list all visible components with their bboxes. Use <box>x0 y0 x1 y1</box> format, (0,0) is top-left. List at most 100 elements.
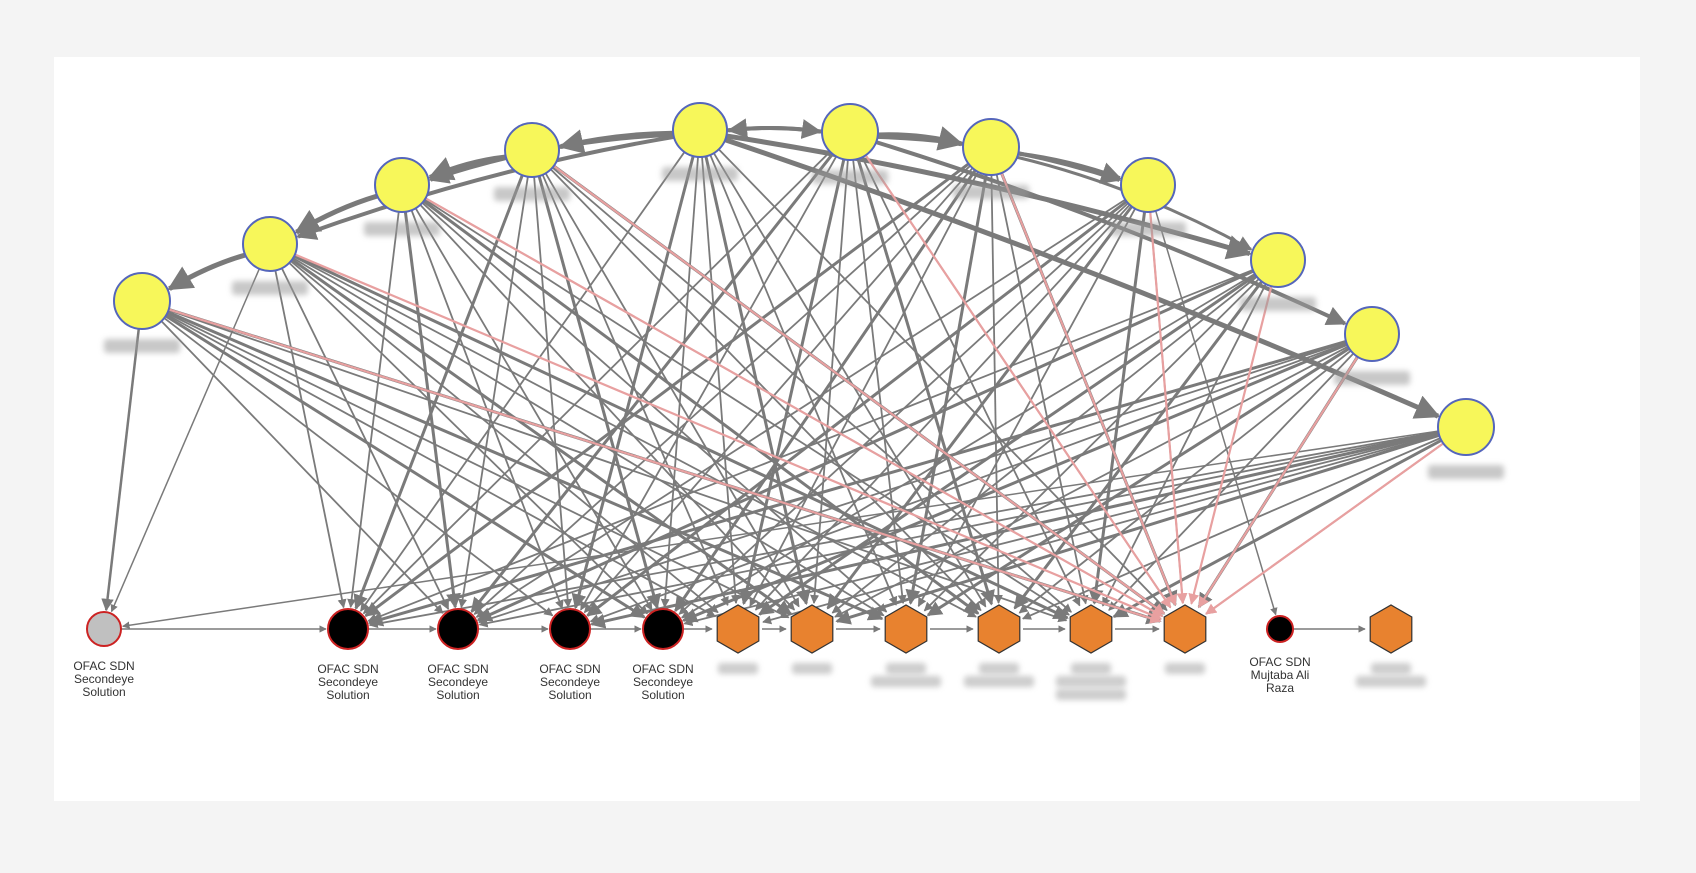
edge-t8-b5[interactable] <box>758 273 1257 616</box>
edge-t5-b2[interactable] <box>470 153 834 613</box>
edge-t2-b1[interactable] <box>347 211 400 609</box>
address-node-b14[interactable] <box>1369 604 1413 654</box>
edge-t4-b4[interactable] <box>660 156 699 608</box>
edge-t4-b3[interactable] <box>571 155 695 610</box>
flagged-edge-t8-b10[interactable] <box>1188 285 1273 605</box>
edge-t4-b10[interactable] <box>718 148 1168 612</box>
edge-t0-b3[interactable] <box>163 317 554 617</box>
edge-t1-b9[interactable] <box>293 254 1069 620</box>
edge-t9-b8[interactable] <box>1018 350 1352 614</box>
edge-t8-b1[interactable] <box>367 269 1254 623</box>
edge-t3-b6[interactable] <box>544 172 800 608</box>
edge-t3-b1[interactable] <box>353 174 524 610</box>
sanctioned-node-b4[interactable] <box>642 608 684 650</box>
exchange-node-t4[interactable] <box>672 102 728 158</box>
edge-t0-b6[interactable] <box>166 312 790 619</box>
unknown-node-b0[interactable] <box>86 611 122 647</box>
exchange-node-t5[interactable] <box>821 103 879 161</box>
exchange-node-t8[interactable] <box>1250 232 1306 288</box>
edge-t10-b1[interactable] <box>368 431 1439 629</box>
edge-t8-b9[interactable] <box>1101 283 1267 607</box>
edge-t3-b4[interactable] <box>537 175 661 610</box>
edge-t9-b2[interactable] <box>478 341 1347 625</box>
edge-t7-b5[interactable] <box>754 204 1131 611</box>
flagged-edge-t7-b10[interactable] <box>1149 211 1188 605</box>
edge-t8-b6[interactable] <box>831 276 1258 614</box>
exchange-node-t1[interactable] <box>242 216 298 272</box>
edge-t1-b0[interactable] <box>110 268 260 613</box>
edge-t9-b9[interactable] <box>1108 352 1355 611</box>
edge-t1-b2[interactable] <box>281 267 450 611</box>
edge-t7-b6[interactable] <box>826 205 1133 610</box>
flagged-edge-t1-b10[interactable] <box>294 253 1163 621</box>
sanctioned-node-b2[interactable] <box>437 608 479 650</box>
edge-t6-b2[interactable] <box>473 165 971 615</box>
edge-t9-b6[interactable] <box>834 345 1349 618</box>
edge-t6-b9[interactable] <box>995 174 1089 605</box>
address-node-b7[interactable] <box>884 604 928 654</box>
edge-t2-b9[interactable] <box>424 198 1070 616</box>
address-node-b9[interactable] <box>1069 604 1113 654</box>
edge-t1-b4[interactable] <box>288 262 648 615</box>
flagged-edge-t9-b10[interactable] <box>1197 356 1359 608</box>
edge-t0-b2[interactable] <box>160 320 444 614</box>
edge-t10-b2[interactable] <box>478 431 1439 628</box>
edge-t5-b7[interactable] <box>852 159 907 605</box>
edge-t10-b5[interactable] <box>762 433 1440 625</box>
exchange-node-t7[interactable] <box>1120 157 1176 213</box>
edge-t2-b7[interactable] <box>421 202 888 613</box>
flagged-edge-t0-b10[interactable] <box>168 308 1162 624</box>
edge-t8-b2[interactable] <box>476 269 1254 622</box>
edge-t7-b13[interactable] <box>1154 210 1278 616</box>
edge-t6-b1[interactable] <box>364 162 970 618</box>
edge-t2-b2[interactable] <box>403 211 461 609</box>
edge-t6-b5[interactable] <box>749 171 979 607</box>
edge-t6-b3[interactable] <box>583 167 974 614</box>
edge-t3-b8[interactable] <box>550 168 982 612</box>
edge-t10-b0[interactable] <box>122 430 1439 629</box>
edge-t7-b3[interactable] <box>586 200 1128 617</box>
edge-t1-b1[interactable] <box>274 270 347 609</box>
address-node-b5[interactable] <box>716 604 760 654</box>
edge-t5-b8[interactable] <box>856 158 995 606</box>
edge-t4-b7[interactable] <box>709 154 898 606</box>
edge-t8-b7[interactable] <box>923 278 1260 612</box>
edge-t2-b8[interactable] <box>422 199 980 615</box>
flagged-edge-t6-b10[interactable] <box>1000 172 1177 606</box>
sanctioned-node-b1[interactable] <box>327 608 369 650</box>
edge-t5-b5[interactable] <box>739 158 846 606</box>
exchange-node-t0[interactable] <box>113 272 171 330</box>
edge-t3-b2[interactable] <box>458 176 529 609</box>
edge-t10-b3[interactable] <box>589 431 1440 629</box>
exchange-node-t9[interactable] <box>1344 306 1400 362</box>
address-node-b8[interactable] <box>977 604 1021 654</box>
edge-t10-b6[interactable] <box>835 433 1440 625</box>
edge-t9-b4[interactable] <box>681 342 1348 623</box>
flagged-edge-t2-b10[interactable] <box>424 197 1164 618</box>
flagged-edge-t10-b10[interactable] <box>1205 442 1444 615</box>
edge-t1-t0[interactable] <box>167 252 247 291</box>
address-node-b10[interactable] <box>1163 604 1207 654</box>
exchange-node-t3[interactable] <box>504 122 560 178</box>
exchange-node-t2[interactable] <box>374 157 430 213</box>
edge-t10-b8[interactable] <box>1022 437 1441 620</box>
edge-t5-b3[interactable] <box>580 155 838 611</box>
sanctioned-node-b13[interactable] <box>1266 615 1294 643</box>
edge-t0-b5[interactable] <box>166 313 717 618</box>
edge-t3-b3[interactable] <box>533 176 573 608</box>
edge-t9-b1[interactable] <box>367 340 1347 627</box>
address-node-b6[interactable] <box>790 604 834 654</box>
edge-t4-b8[interactable] <box>713 152 987 608</box>
exchange-node-t6[interactable] <box>962 118 1020 176</box>
edge-t10-b4[interactable] <box>683 432 1440 627</box>
edge-t7-b2[interactable] <box>475 198 1126 618</box>
exchange-node-t10[interactable] <box>1437 398 1495 456</box>
edge-t4-t1[interactable] <box>296 134 675 240</box>
edge-t1-b5[interactable] <box>290 260 719 614</box>
flagged-edge-t3-b10[interactable] <box>553 165 1165 615</box>
edge-t4-b1[interactable] <box>359 151 686 612</box>
flagged-edge-t5-b10[interactable] <box>864 154 1172 609</box>
sanctioned-node-b3[interactable] <box>549 608 591 650</box>
edge-t0-b0[interactable] <box>101 328 141 612</box>
